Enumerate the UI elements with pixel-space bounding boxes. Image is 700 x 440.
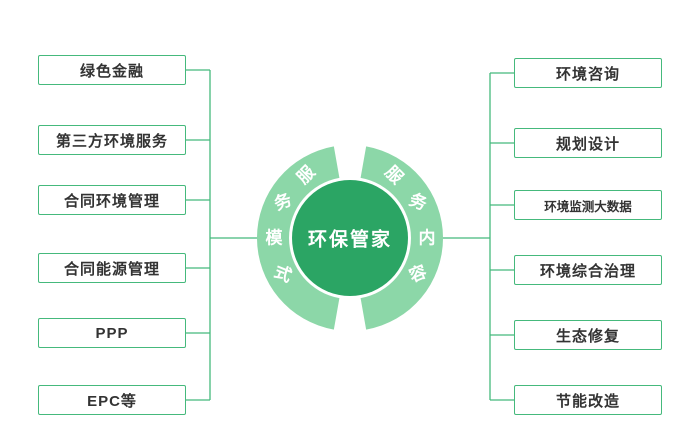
node-left-contract-env-mgmt: 合同环境管理 xyxy=(38,185,186,215)
node-right-eco-restoration: 生态修复 xyxy=(514,320,662,350)
node-right-monitoring-bigdata: 环境监测大数据 xyxy=(514,190,662,220)
node-right-energy-saving: 节能改造 xyxy=(514,385,662,415)
center-circle xyxy=(292,180,408,296)
connector-lines xyxy=(186,69,514,401)
node-right-env-consulting: 环境咨询 xyxy=(514,58,662,88)
node-left-ppp: PPP xyxy=(38,318,186,348)
node-left-green-finance: 绿色金融 xyxy=(38,55,186,85)
node-left-third-party-env: 第三方环境服务 xyxy=(38,125,186,155)
right-arc-char: 内 xyxy=(418,228,436,248)
node-right-planning-design: 规划设计 xyxy=(514,128,662,158)
node-right-env-governance: 环境综合治理 xyxy=(514,255,662,285)
node-left-epc: EPC等 xyxy=(38,385,186,415)
center-title: 环保管家 xyxy=(307,229,393,251)
left-arc-segment xyxy=(256,146,340,330)
right-arc-segment xyxy=(360,146,444,330)
node-left-contract-energy: 合同能源管理 xyxy=(38,253,186,283)
left-arc-char: 模 xyxy=(265,228,283,248)
